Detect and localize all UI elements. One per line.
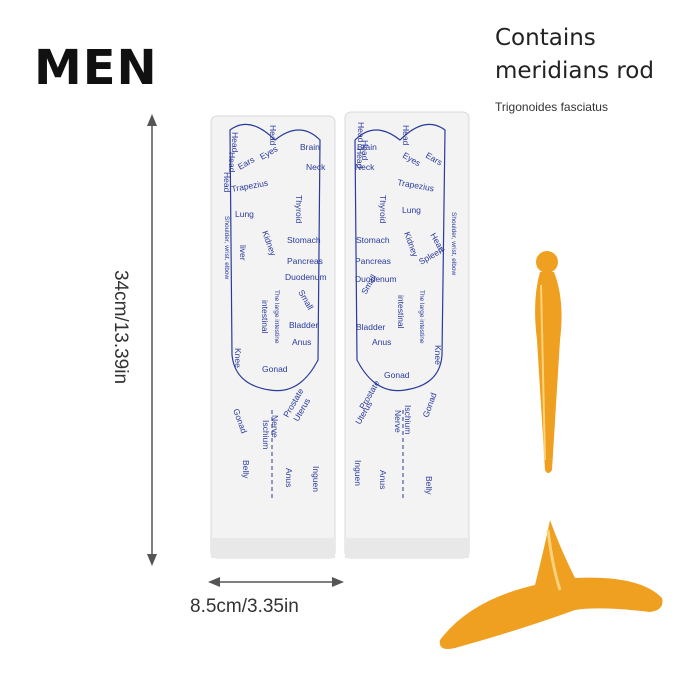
height-arrow-bottom <box>147 554 157 566</box>
right-sock-label: Head <box>355 148 365 169</box>
left-sock-label: Head <box>227 152 237 173</box>
massage-tool-body <box>439 520 663 649</box>
right-sock-cuff <box>345 538 469 558</box>
right-sock-label: Anus <box>372 337 391 347</box>
right-sock-label: Head <box>356 122 366 143</box>
left-sock-label: Lung <box>235 209 254 219</box>
left-sock-label: Head <box>230 132 240 153</box>
product-note-sub: Trigonoides fasciatus <box>495 100 608 114</box>
left-sock-label: intestinal <box>260 300 270 334</box>
left-foot-outline <box>229 123 321 392</box>
right-sock-label: Thyroid <box>378 195 388 224</box>
right-sock-label: Belly <box>424 476 434 495</box>
width-arrow-right <box>332 577 344 587</box>
left-sock-label: Neck <box>306 162 326 172</box>
height-arrow-top <box>147 114 157 126</box>
left-sock-label: Shoulder, wrist, elbow <box>223 216 230 280</box>
right-sock-label: Inguen <box>353 460 363 486</box>
left-sock-label: Stomach <box>287 235 321 245</box>
right-sock-label: Shoulder, wrist, elbow <box>450 212 457 276</box>
product-note-line2: meridians rod <box>495 58 654 84</box>
left-sock-label: Anus <box>284 468 294 487</box>
right-sock-label: Head <box>401 125 411 146</box>
left-sock-label: Pancreas <box>287 256 323 266</box>
left-sock-label: Gonad <box>262 364 288 374</box>
right-sock-label: Ischium <box>403 405 413 434</box>
left-sock-cuff <box>211 538 335 558</box>
right-sock-label: Pancreas <box>355 256 391 266</box>
right-sock-label: Lung <box>402 205 421 215</box>
right-sock-label: Brain <box>357 142 377 152</box>
left-sock-label: Belly <box>241 460 251 479</box>
product-note: Contains meridians rod <box>495 22 654 88</box>
left-sock-label: The large intestine <box>273 290 280 344</box>
rod-highlight <box>540 284 546 461</box>
left-sock-label: Anus <box>292 337 311 347</box>
left-sock-label: Ischium <box>261 420 271 449</box>
left-sock <box>210 115 336 559</box>
right-sock-label: Gonad <box>384 370 410 380</box>
right-sock-label: Knee <box>433 345 443 365</box>
left-sock-label: Knee <box>233 348 243 368</box>
right-sock-label: intestinal <box>396 295 406 329</box>
left-sock-label: Brain <box>300 142 320 152</box>
right-sock-label: The large intestine <box>418 290 425 344</box>
left-sock-label: Inguen <box>311 466 321 492</box>
left-sock-label: Nerve <box>270 415 280 438</box>
right-sock <box>344 111 470 559</box>
right-sock-label: Head <box>360 140 370 161</box>
right-sock-label: Stomach <box>356 235 390 245</box>
left-sock-label: Thyroid <box>294 195 304 224</box>
left-sock-label: Duodenum <box>285 272 327 282</box>
width-arrow-left <box>208 577 220 587</box>
right-sock-label: Bladder <box>356 322 385 332</box>
right-foot-outline <box>354 123 446 392</box>
right-sock-label: Neck <box>355 162 375 172</box>
width-dimension: 8.5cm/3.35in <box>190 596 299 617</box>
right-sock-label: Nerve <box>393 410 403 433</box>
page-title: MEN <box>34 40 158 96</box>
left-sock-label: Head <box>268 125 278 146</box>
rod-ball-tip <box>536 251 558 273</box>
right-sock-label: Anus <box>378 470 388 489</box>
left-sock-label: Bladder <box>289 320 318 330</box>
product-note-line1: Contains <box>495 25 596 51</box>
left-sock-label: Head <box>222 172 232 193</box>
right-sock-label: Duodenum <box>355 274 397 284</box>
left-sock-label: liver <box>238 245 248 261</box>
massage-tool-highlight <box>546 529 562 591</box>
